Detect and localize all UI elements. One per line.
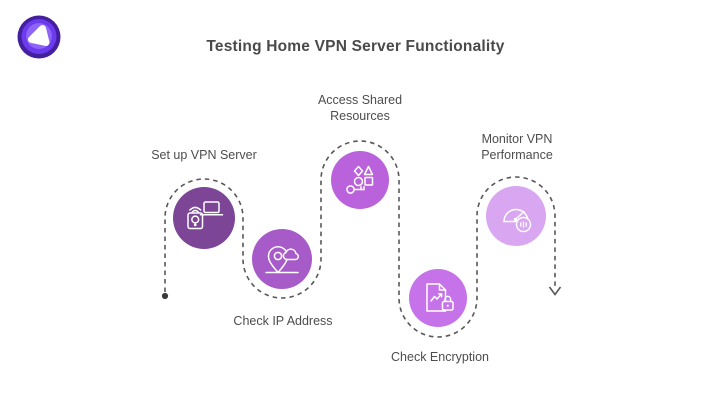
shared-resources-shapes-icon [346,165,374,194]
flow-start-dot [161,292,169,300]
ip-address-location-icon [265,245,299,274]
step-node-monitor-vpn-performance [486,186,546,246]
vpn-brand-logo [17,15,61,59]
logo-triangle-glyph [28,25,50,46]
step-label-check-ip-address: Check IP Address [233,314,333,328]
step-circle-5 [486,186,546,246]
vpn-server-icon [187,201,224,230]
encrypted-document-icon [426,283,454,312]
step-circle-3 [331,151,389,209]
step-label-setup-vpn-server: Set up VPN Server [151,148,257,162]
step-label-check-encryption: Check Encryption [391,350,489,364]
step-label-monitor-vpn-performance: Monitor VPN Performance [481,132,553,162]
step-circle-2 [252,229,312,289]
step-node-check-encryption [409,269,467,327]
flow-dashed-path [164,140,556,338]
step-node-setup-vpn-server [173,187,235,249]
step-node-access-shared-resources [331,151,389,209]
flow-end-arrow-icon [548,286,562,296]
step-label-access-shared-resources: Access Shared Resources [317,93,403,123]
step-node-check-ip-address [252,229,312,289]
step-circle-1 [173,187,235,249]
page-title: Testing Home VPN Server Functionality [206,38,505,55]
performance-gauge-icon [503,208,532,233]
